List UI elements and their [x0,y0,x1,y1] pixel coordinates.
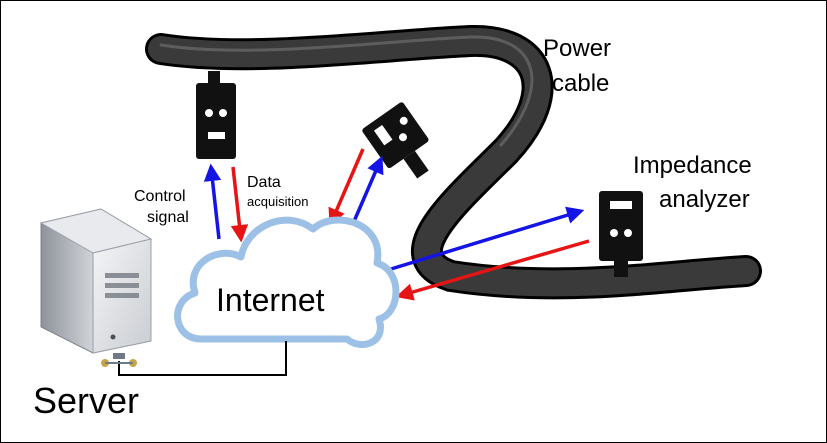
data-acquisition-arrow-3 [395,239,590,301]
sensor-device-2 [362,102,429,179]
control-signal-arrow-1 [203,163,222,240]
data-acquisition-arrow-1 [230,166,249,243]
internet-cloud [174,216,400,348]
server-connection-line [118,341,287,376]
power-cable-label-line2: cable [552,70,609,97]
impedance-analyzer-device [599,191,643,277]
server-label: Server [33,380,139,421]
server-icon [39,208,153,367]
data-acquisition-label-line1: Data [247,174,281,191]
control-signal-label-line2: signal [147,209,189,226]
control-signal-arrow-3 [390,206,585,271]
impedance-analyzer-label-line1: Impedance [633,152,752,179]
power-cable-label-line1: Power [543,35,611,62]
control-signal-label-line1: Control [134,188,186,205]
power-cable [145,24,762,300]
impedance-analyzer-label-line2: analyzer [659,186,750,213]
sensor-device-1 [196,71,236,159]
internet-label: Internet [216,282,325,318]
data-acquisition-label-line2: acquisition [247,194,308,209]
data-acquisition-arrow-2 [328,148,365,227]
